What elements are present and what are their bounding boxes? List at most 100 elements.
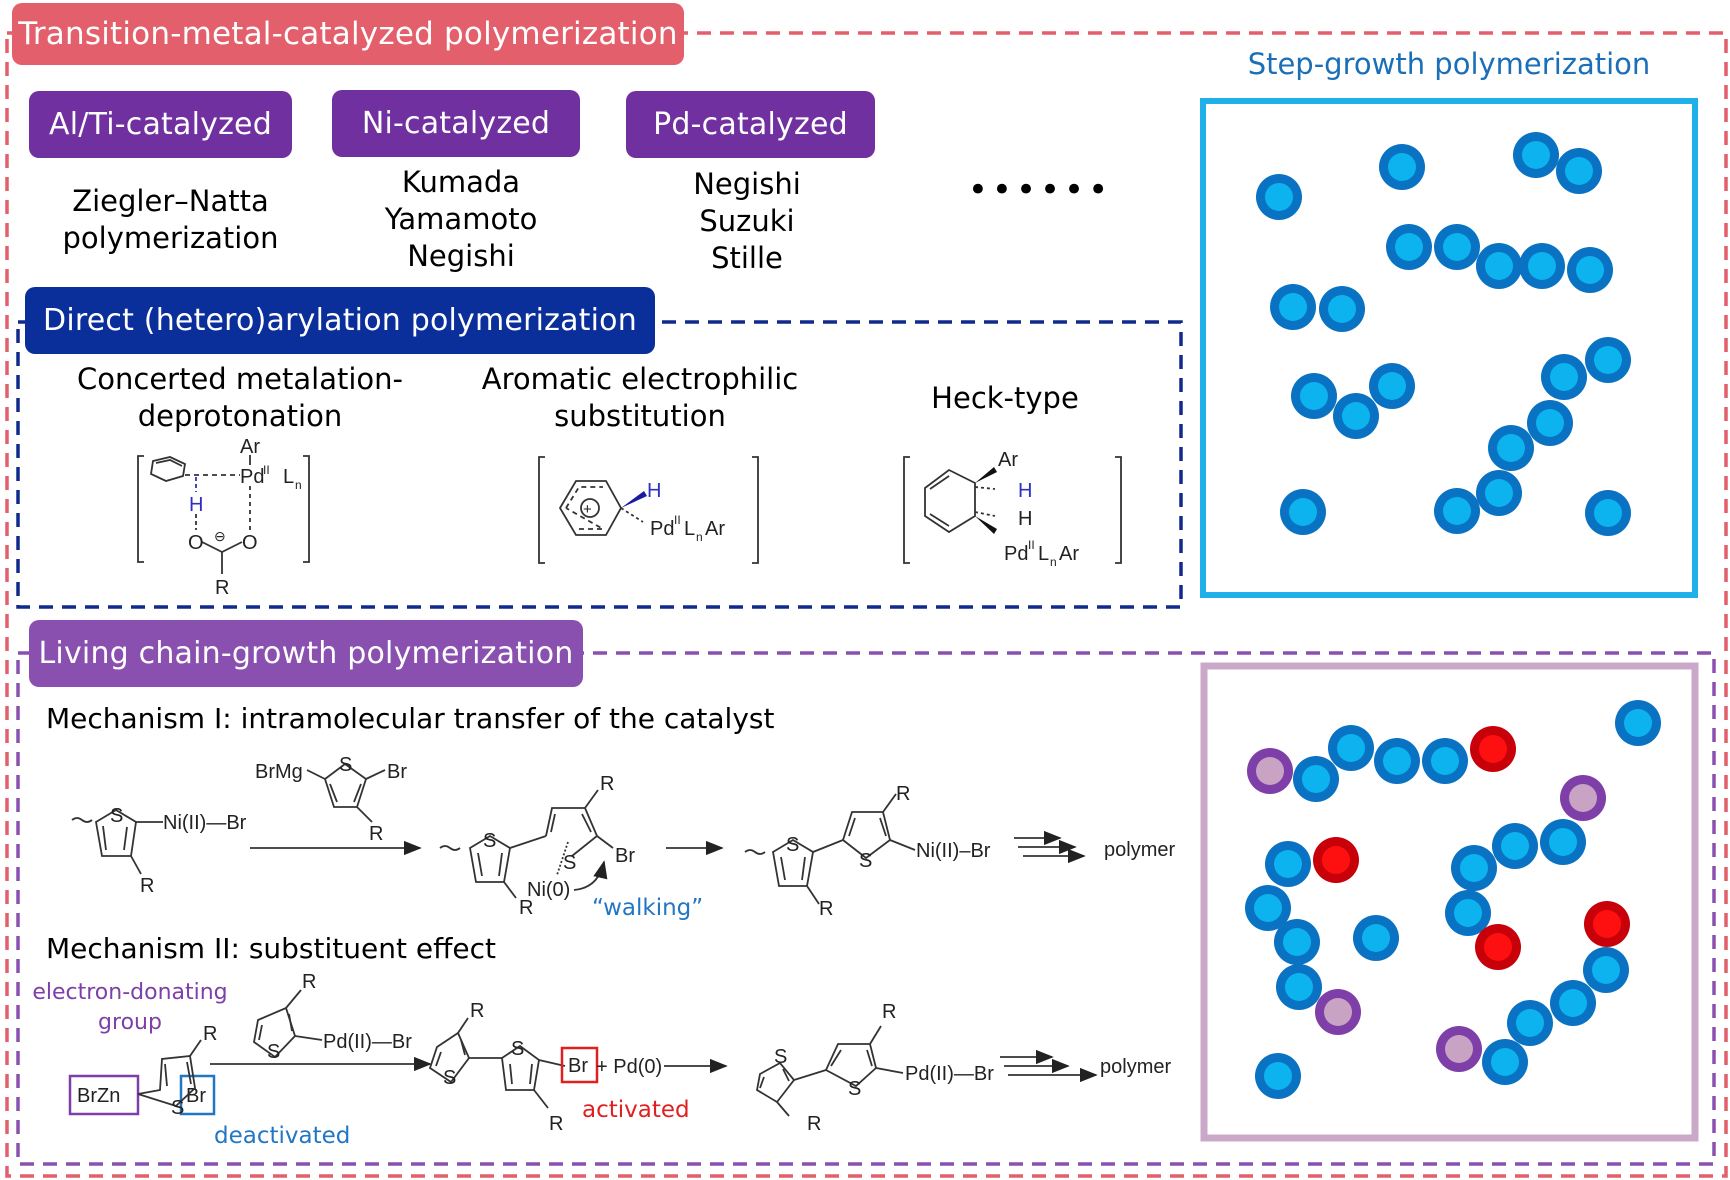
m2-plus-pd0: + Pd(0) <box>596 1056 662 1078</box>
m2-s5: S <box>774 1046 787 1068</box>
monomer-bead <box>1482 1039 1528 1085</box>
initiator-end-bead <box>1315 989 1361 1035</box>
monomer-bead <box>1476 243 1522 289</box>
active-end-bead <box>1470 726 1516 772</box>
monomer-bead <box>1615 700 1661 746</box>
mechanism-title-line: Heck-type <box>931 381 1079 415</box>
monomer-bead <box>1379 144 1425 190</box>
m2-s1: S <box>171 1097 184 1119</box>
monomer-bead <box>1333 393 1379 439</box>
mechanism-title-line: deprotonation <box>137 399 343 433</box>
heck-l: L <box>1038 543 1049 565</box>
heck-pd-ox: II <box>1028 538 1035 552</box>
monomer-bead <box>1451 845 1497 891</box>
monomer-bead <box>1488 425 1534 471</box>
m1-r4: R <box>519 897 533 919</box>
method-item: polymerization <box>62 221 279 255</box>
living-bead-frame <box>1200 662 1699 1142</box>
monomer-bead <box>1386 224 1432 270</box>
mechanism-title-heck: Heck-type <box>880 380 1130 417</box>
bracket-right <box>303 455 310 563</box>
monomer-bead <box>1550 980 1596 1026</box>
sear-h: H <box>647 480 661 502</box>
m2-br-activated: Br <box>568 1055 588 1077</box>
m1-s6: S <box>859 850 872 872</box>
monomer-bead <box>1353 915 1399 961</box>
method-item: Negishi <box>407 239 515 273</box>
m2-r4: R <box>549 1113 563 1135</box>
monomer-bead <box>1567 247 1613 293</box>
mechanism-title-line: Concerted metalation- <box>77 362 403 396</box>
method-item: Ziegler–Natta <box>72 184 269 218</box>
monomer-bead <box>1519 243 1565 289</box>
cmd-h: H <box>189 494 203 516</box>
walking-arrow <box>573 860 608 891</box>
section-title-dhap: Direct (hetero)arylation polymerization <box>25 287 655 354</box>
catalyst-label-al-ti: Al/Ti-catalyzed <box>29 91 292 158</box>
method-item: Stille <box>711 241 783 275</box>
m1-ni-br-product: Ni(II)–Br <box>916 840 991 862</box>
m2-brzn: BrZn <box>77 1085 120 1107</box>
sear-ar: Ar <box>705 518 725 540</box>
walking-label: “walking” <box>592 895 704 921</box>
deactivated-label: deactivated <box>214 1123 351 1149</box>
bracket-left <box>137 455 144 563</box>
sear-l: L <box>684 518 695 540</box>
m1-s2: S <box>339 754 352 776</box>
mechanism-2-title: Mechanism II: substituent effect <box>46 932 496 965</box>
brzn-highlight-box <box>68 1074 140 1116</box>
monomer-bead <box>1293 756 1339 802</box>
monomer-bead <box>1556 148 1602 194</box>
step-growth-title: Step-growth polymerization <box>1247 47 1651 81</box>
sear-l-sub: n <box>696 530 703 544</box>
edg-line: electron-donating <box>32 980 228 1005</box>
monomer-bead <box>1274 919 1320 965</box>
cmd-pd-ox: II <box>263 463 270 477</box>
active-end-bead <box>1313 837 1359 883</box>
sear-pd-ox: II <box>674 513 681 527</box>
monomer-bead <box>1541 354 1587 400</box>
monomer-bead <box>1513 132 1559 178</box>
monomer-bead <box>1280 489 1326 535</box>
monomer-bead <box>1265 841 1311 887</box>
monomer-bead <box>1328 725 1374 771</box>
heck-ar-top: Ar <box>998 449 1018 471</box>
m2-r1: R <box>203 1023 217 1045</box>
cmd-ln-sub: n <box>295 478 302 492</box>
cmd-o1: O <box>188 532 204 554</box>
heck-ar: Ar <box>1059 543 1079 565</box>
mechanism-title-seas: Aromatic electrophilic substitution <box>440 361 840 435</box>
cmd-charge: ⊖ <box>214 528 226 544</box>
heck-h1: H <box>1018 480 1032 502</box>
m2-s6: S <box>848 1078 861 1100</box>
edg-line: group <box>98 1010 162 1035</box>
br-activated-box <box>560 1046 599 1084</box>
monomer-bead <box>1319 286 1365 332</box>
m1-s3: S <box>483 830 496 852</box>
edg-label: electron-donating group <box>25 978 235 1038</box>
sear-charge: + <box>583 501 592 518</box>
m2-s3: S <box>443 1067 456 1089</box>
m2-s2: S <box>267 1041 280 1063</box>
method-item: Kumada <box>401 165 521 199</box>
m1-brmg: BrMg <box>255 761 303 783</box>
mechanism-title-cmd: Concerted metalation- deprotonation <box>30 361 450 435</box>
active-end-bead <box>1584 901 1630 947</box>
monomer-bead <box>1540 819 1586 865</box>
mechanism-title-line: Aromatic electrophilic <box>481 362 799 396</box>
benzene-ring-icon <box>150 456 187 482</box>
thiophene-ring-icon <box>71 808 137 857</box>
monomer-bead <box>1434 224 1480 270</box>
monomer-bead <box>1256 174 1302 220</box>
m2-r5: R <box>807 1113 821 1135</box>
cmd-pd: Pd <box>240 466 264 488</box>
monomer-bead <box>1276 964 1322 1010</box>
monomer-bead <box>1445 890 1491 936</box>
m1-br3: Br <box>615 845 635 867</box>
cmd-ar: Ar <box>240 436 260 458</box>
